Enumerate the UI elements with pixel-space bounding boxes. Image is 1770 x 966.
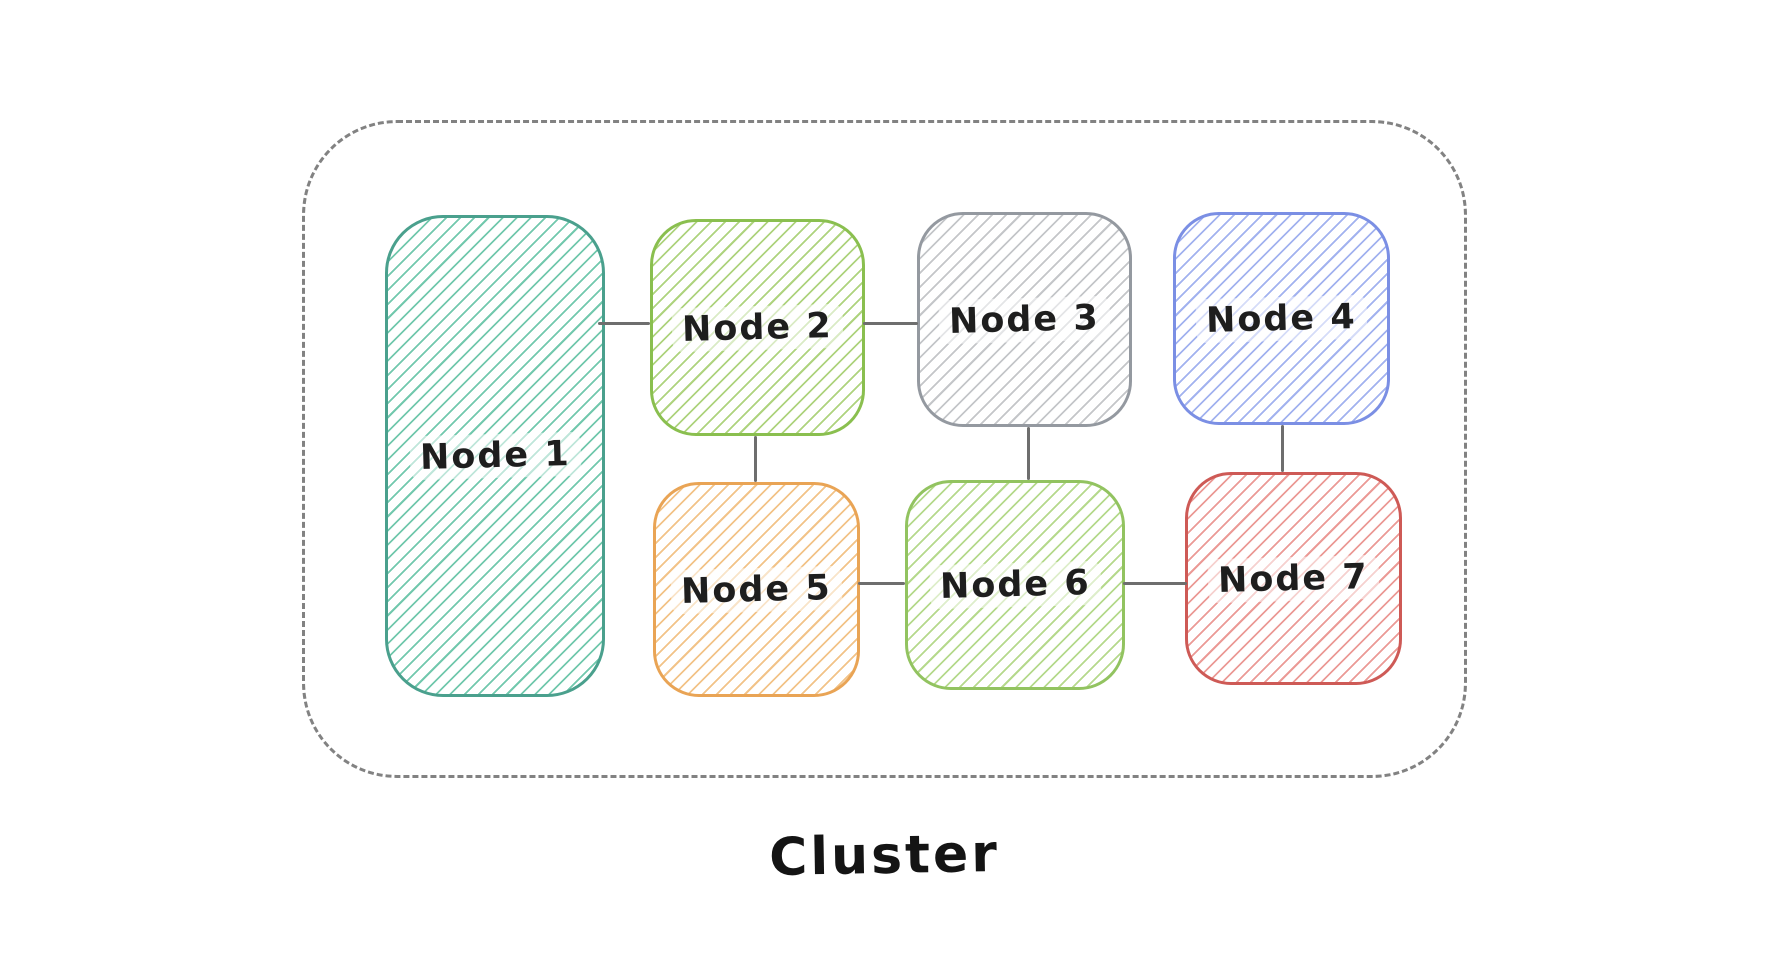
edge-node2-node3 — [863, 322, 918, 325]
node-7-box: Node 7 — [1185, 472, 1402, 685]
edge-node4-node7 — [1281, 425, 1284, 472]
node-4-label: Node 4 — [1195, 294, 1368, 343]
cluster-boundary — [302, 120, 1467, 778]
node-2-box: Node 2 — [650, 219, 865, 436]
node-6-box: Node 6 — [905, 480, 1125, 690]
node-3-box: Node 3 — [917, 212, 1132, 427]
edge-node6-node7 — [1123, 582, 1187, 585]
edge-node3-node6 — [1027, 427, 1030, 480]
node-7-label: Node 7 — [1207, 554, 1380, 603]
edge-node5-node6 — [858, 582, 905, 585]
node-6-label: Node 6 — [929, 560, 1101, 610]
node-3-label: Node 3 — [938, 295, 1111, 344]
node-5-label: Node 5 — [670, 565, 843, 614]
node-1-box: Node 1 — [385, 215, 605, 697]
edge-node2-node5 — [754, 436, 757, 482]
node-4-box: Node 4 — [1173, 212, 1390, 425]
node-5-box: Node 5 — [653, 482, 860, 697]
node-2-label: Node 2 — [671, 303, 844, 352]
edge-node1-node2 — [598, 322, 650, 325]
cluster-title: Cluster — [768, 823, 1001, 889]
node-1-label: Node 1 — [409, 431, 581, 481]
